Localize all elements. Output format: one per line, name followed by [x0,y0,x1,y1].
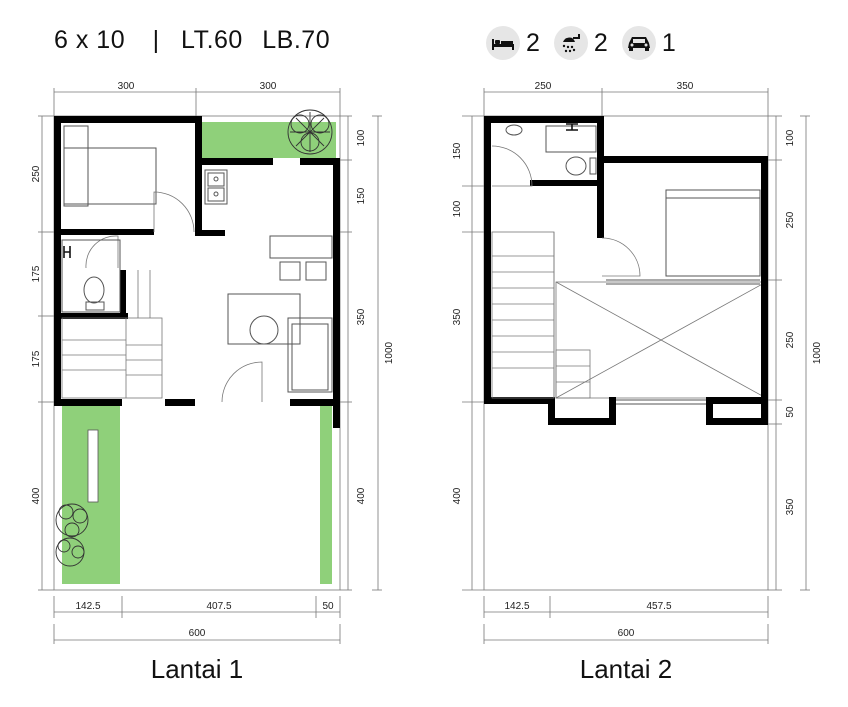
plot-size: 6 x 10 [54,26,126,54]
floor2-dim-left-4: 400 [452,487,463,504]
floor2-dim-left-1: 150 [452,142,463,159]
floor2-stairs [491,231,591,399]
floor1-dim-bottom-c: 50 [322,601,334,612]
floor1-dim-left-1: 250 [31,165,42,182]
floor1-dim-top-b: 300 [260,81,277,92]
floor2-railing [606,279,760,405]
floor1-dimension-lines [38,88,382,644]
floor1-dim-left-3: 175 [31,350,42,367]
car-icon [621,26,656,60]
title-separator: | [152,26,160,54]
faucet-icon [566,123,578,131]
floor1-doors [85,191,263,403]
bed-icon [486,26,520,60]
floor2-dimension-lines [462,88,810,644]
floor2-lot-boundary [483,115,769,591]
tree-icon [287,109,333,155]
floor2-void [555,281,767,399]
floor2-dim-right-5: 350 [785,498,796,515]
faucet-icon [63,246,71,258]
floor1-label: Lantai 1 [150,654,244,684]
floor1-dim-right-4: 400 [356,487,367,504]
floor1-walls [54,116,340,428]
floor1-dim-right-1: 100 [356,129,367,146]
floor2-bed [665,189,761,277]
floor2-dim-left-3: 350 [452,308,463,325]
bathroom-count: 2 [593,28,608,57]
floor1-living-area [227,293,333,393]
floor1-dim-left-4: 400 [31,487,42,504]
floor1-dim-right-total: 1000 [384,341,395,364]
shrub-icon [55,503,89,567]
floor1-dim-bottom-a: 142.5 [75,601,100,612]
amenities-bar: 2 2 1 [486,26,690,60]
floor1-dim-right-2: 150 [356,187,367,204]
floor2-label: Lantai 2 [579,654,673,684]
floor1-bathroom [61,239,121,313]
shower-icon [553,26,588,60]
floor1-dim-top-a: 300 [118,81,135,92]
floor2-dim-bottom-a: 142.5 [504,601,529,612]
floor2-dim-right-1: 100 [785,129,796,146]
floor1-dim-left-2: 175 [31,265,42,282]
floor2-dim-top-a: 250 [535,81,552,92]
floor2-bathroom [505,124,597,176]
floor1-top-garden [202,122,336,158]
floor2-dim-bottom-total: 600 [618,628,635,639]
floor1-stairs [61,270,163,399]
plan-title: 6 x 10 | LT.60 LB.70 [54,26,336,55]
floor1-stepping-stone [87,429,99,503]
floor1-dim-right-3: 350 [356,308,367,325]
floor2-plan: 250 350 150 100 350 400 100 250 250 50 3… [452,81,823,644]
carport-count: 1 [661,28,676,57]
floor2-dim-top-b: 350 [677,81,694,92]
floor1-dim-bottom-b: 407.5 [206,601,231,612]
building-area: LB.70 [262,26,331,54]
floor2-doors [491,145,641,277]
bedroom-count: 2 [526,28,540,57]
floor2-dim-right-3: 250 [785,331,796,348]
floor1-bed [63,125,157,207]
floor2-dim-left-2: 100 [452,200,463,217]
floor1-kitchen-sink [204,169,228,205]
floor2-walls [484,116,768,425]
floor1-dim-bottom-total: 600 [189,628,206,639]
floor2-dim-bottom-b: 457.5 [646,601,671,612]
land-area: LT.60 [181,26,243,54]
floor1-side-garden [320,402,332,584]
floor2-dim-right-2: 250 [785,211,796,228]
floor1-dining-counter [269,235,333,281]
floor1-plan: 300 300 250 175 175 400 100 150 350 400 … [31,81,395,644]
floor2-dim-right-4: 50 [785,406,796,418]
floor2-dim-right-total: 1000 [812,341,823,364]
